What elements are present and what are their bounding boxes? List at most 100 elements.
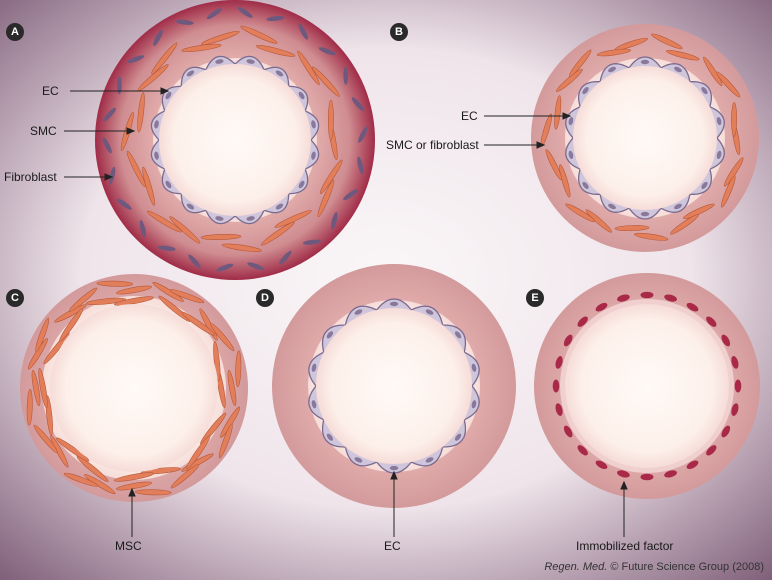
immobilized-factor-mark [555,403,563,416]
smooth-muscle-cell [68,287,98,312]
vessel-a-lumen-inner [159,64,311,216]
immobilized-factor-mark [640,291,654,299]
immobilized-factor-mark [563,425,573,438]
endothelial-nucleus [716,116,722,126]
fibroblast-cell [357,156,364,175]
smooth-muscle-cell [134,489,172,496]
vessel-d [272,264,516,508]
endothelial-nucleus [674,66,682,73]
smooth-muscle-cell [55,437,90,462]
endothelial-nucleus [311,151,316,160]
endothelial-nucleus [154,151,159,160]
immobilized-factor-mark [664,294,677,302]
immobilized-factor-mark [552,379,560,393]
smooth-muscle-cell [181,311,216,336]
immobilized-factor-mark [617,294,630,302]
smooth-muscle-cell [200,412,227,445]
smooth-muscle-cell [221,243,262,252]
fibroblast-cell [351,97,365,112]
smooth-muscle-cell [137,92,145,133]
arrowhead-e-factor [620,480,628,490]
fibroblast-cell [188,254,201,269]
endothelial-nucleus [246,59,255,64]
endothelial-nucleus [608,203,616,210]
smooth-muscle-cell [554,95,562,130]
label-e-immobilized-factor: Immobilized factor [576,539,674,553]
endothelial-nucleus [311,363,317,372]
smooth-muscle-cell [181,43,222,52]
endothelial-nucleus [165,180,172,189]
endothelial-nucleus [582,181,589,189]
endothelial-nucleus [326,433,334,441]
smooth-muscle-cell [651,33,683,50]
fibroblast-cell [108,167,116,185]
endothelial-nucleus [425,309,434,315]
immobilized-factor-mark [617,470,630,478]
fibroblast-cell [157,245,176,251]
smooth-muscle-cell [716,71,741,98]
vessel-e-lumen [565,304,729,468]
fibroblast-cell [266,15,285,22]
panel-d-letter: D [256,289,274,307]
label-a-smc: SMC [30,124,57,138]
endothelial-nucleus [674,203,682,210]
smooth-muscle-cell [113,472,155,482]
label-b-smc-or-fibroblast: SMC or fibroblast [386,138,479,152]
arrowhead-b-ec [562,112,572,120]
smooth-muscle-cell [670,214,699,235]
smooth-muscle-cell [35,317,50,353]
immobilized-factor-mark [555,356,563,369]
credit-text: © Future Science Group (2008) [610,561,764,573]
smooth-muscle-cell [260,221,295,246]
smooth-muscle-cell [96,280,134,287]
immobilized-factor-mark [563,334,573,347]
panel-b-letter: B [390,23,408,41]
endothelial-nucleus [582,87,589,95]
immobilized-factor-mark [731,403,739,416]
endothelial-nucleus [608,66,616,73]
smooth-muscle-cell [76,455,109,483]
endothelial-nucleus [186,203,195,210]
smooth-muscle-cell [545,149,563,181]
smooth-muscle-cell [59,308,84,342]
endothelial-nucleus [298,180,305,189]
label-c-msc: MSC [115,539,142,553]
panel-e-letter: E [526,289,544,307]
immobilized-factor-mark [721,334,731,347]
smooth-muscle-cell [723,157,744,187]
credit-journal: Regen. Med. [544,561,608,573]
smooth-muscle-cell [170,464,200,489]
fibroblast-cell [237,6,253,18]
endothelial-nucleus [298,91,305,100]
immobilized-factor-mark [595,302,608,312]
vessel-b-lumen-inner [573,66,717,210]
fibroblast-cell [127,55,145,64]
endothelial-nucleus [311,120,316,129]
endothelial-nucleus [640,59,650,65]
endothelial-nucleus [454,331,462,339]
immobilized-factor-mark [731,356,739,369]
fibroblast-cell [116,198,132,210]
endothelial-nucleus [471,400,477,409]
smooth-muscle-cell [319,159,343,194]
fibroblast-cell [103,107,116,122]
endothelial-nucleus [215,59,224,64]
smooth-muscle-cell [186,435,211,470]
endothelial-nucleus [568,150,574,160]
arrowhead-c-msc [128,487,136,497]
smooth-muscle-cell [311,66,340,97]
fibroblast-cell [279,250,292,265]
smooth-muscle-cell [210,322,235,352]
smooth-muscle-cell [26,388,33,426]
smooth-muscle-cell [585,209,613,233]
smooth-muscle-cell [565,203,596,223]
endothelial-nucleus [701,87,708,95]
smooth-muscle-cell [115,481,153,491]
endothelial-nucleus [354,457,363,463]
smooth-muscle-cell [158,295,191,322]
smooth-muscle-cell [731,102,738,137]
endothelial-nucleus [701,181,708,189]
smooth-muscle-cell [142,166,155,206]
endothelial-nucleus [215,216,224,221]
